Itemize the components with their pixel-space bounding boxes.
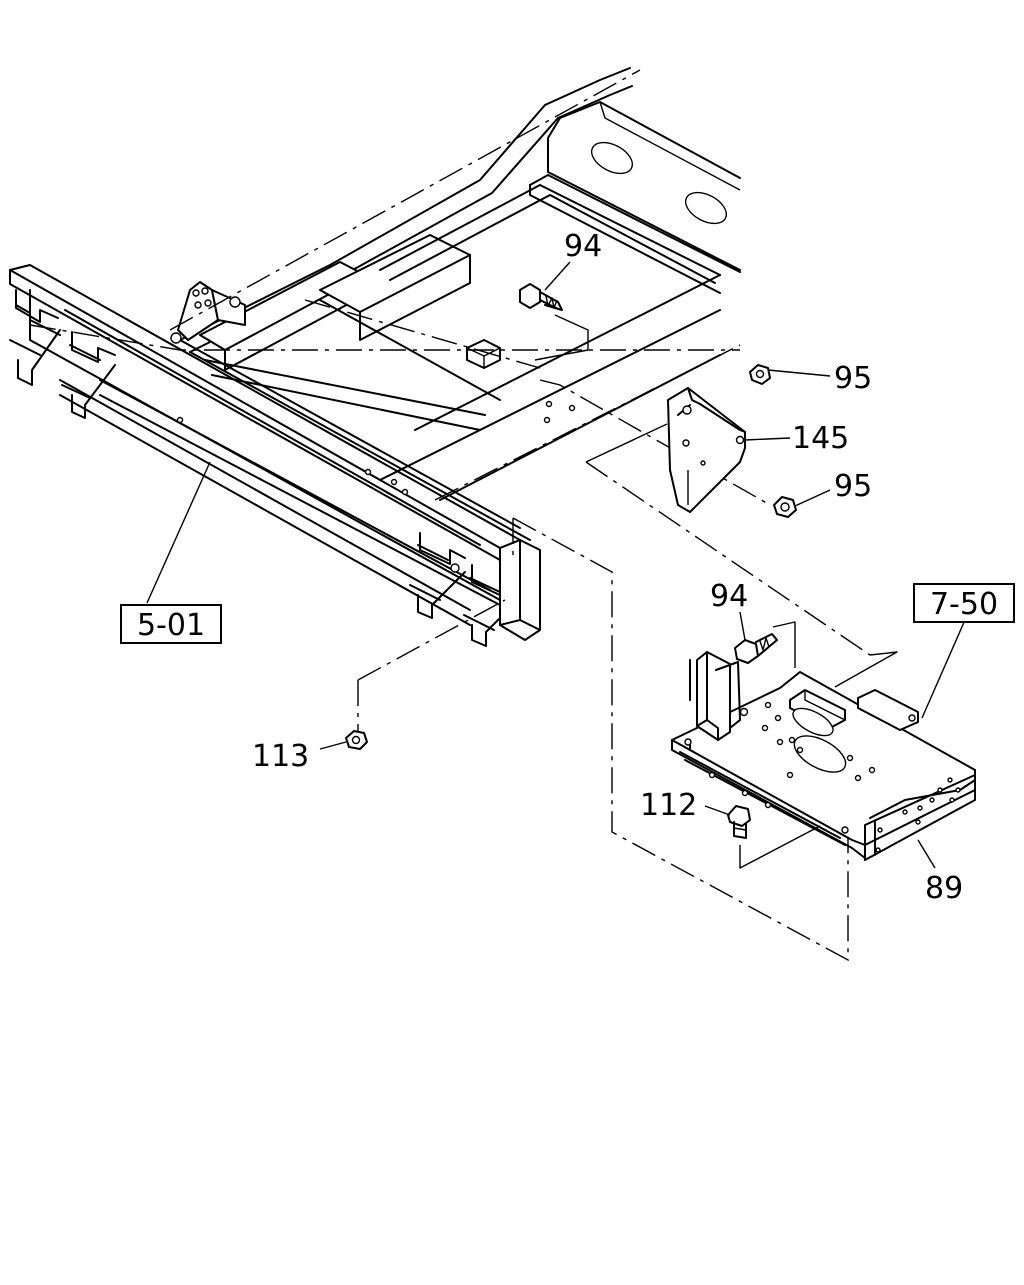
- bolt-112[interactable]: [727, 805, 751, 839]
- nut-95-bottom[interactable]: [773, 496, 797, 518]
- ref-label-7-50: 7-50: [930, 587, 998, 622]
- bracket-145[interactable]: [667, 387, 746, 513]
- callout-89: 89: [925, 871, 963, 906]
- callout-leaders: [146, 261, 966, 869]
- callout-145: 145: [792, 421, 849, 456]
- callout-94-top: 94: [564, 229, 602, 264]
- ref-box-5-01[interactable]: 5-01: [120, 604, 222, 644]
- leader-lines-solid: [534, 314, 898, 869]
- ref-label-5-01: 5-01: [137, 608, 205, 643]
- bolt-94-mid[interactable]: [734, 633, 778, 664]
- callout-112: 112: [640, 788, 697, 823]
- carrier-plate-89[interactable]: [671, 651, 976, 861]
- nut-113[interactable]: [345, 730, 368, 750]
- chassis-frame: [9, 67, 741, 647]
- ref-box-7-50[interactable]: 7-50: [913, 583, 1015, 623]
- bolt-94-top[interactable]: [519, 283, 563, 311]
- assembly-leader-lines: [29, 69, 919, 962]
- nut-95-top[interactable]: [749, 364, 771, 385]
- callout-95-bottom: 95: [834, 469, 872, 504]
- callout-94-mid: 94: [710, 579, 748, 614]
- callout-113: 113: [252, 739, 309, 774]
- callout-95-top: 95: [834, 361, 872, 396]
